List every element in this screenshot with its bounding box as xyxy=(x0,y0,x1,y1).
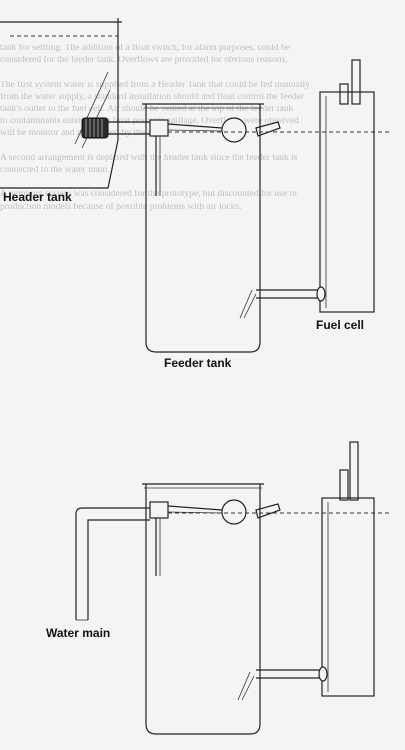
float-valve-block-1 xyxy=(149,119,169,137)
overflow-pipe-2 xyxy=(255,503,281,519)
overflow-pipe-1 xyxy=(255,121,281,137)
float-ball-2 xyxy=(221,499,247,525)
fuel-cell-2-vent-b xyxy=(349,441,359,501)
header-tank-slant-wall xyxy=(74,71,109,145)
show-through-line: from the water supply, a standard instal… xyxy=(0,92,305,102)
feeder-tank-label: Feeder tank xyxy=(164,356,232,370)
fuel-cell-1-vent-a xyxy=(339,83,349,105)
water-main-pipe-outer xyxy=(75,507,150,620)
water-main-pipe-inner xyxy=(87,519,150,620)
feed-pipe-1-flange xyxy=(316,286,326,302)
float-valve-block-2 xyxy=(149,501,169,519)
show-through-line: A pumping system was considered for the … xyxy=(0,190,297,200)
drain-line-2b xyxy=(241,675,255,701)
show-through-line: production models because of possible pr… xyxy=(0,202,242,212)
valve-knurling xyxy=(85,119,103,137)
show-through-line: connected to the water main. xyxy=(0,166,110,175)
show-through-line: considered for the feeder tank. Overflow… xyxy=(0,56,288,66)
fuel-cell-1-body xyxy=(319,91,375,313)
header-tank-label: Header tank xyxy=(3,190,72,204)
float-arm-1b xyxy=(167,129,223,132)
fuel-cell-1-vent-b xyxy=(351,59,361,105)
feed-pipe-2-flange xyxy=(318,666,328,682)
drain-line-2 xyxy=(237,671,251,701)
header-valve-knob xyxy=(81,117,109,139)
water-main-label: Water main xyxy=(46,626,111,640)
fuel-cell-2-vent-a xyxy=(339,469,349,501)
feeder-tank-1-body xyxy=(145,104,261,353)
fuel-cell-label: Fuel cell xyxy=(316,318,365,332)
feeder-tank-2-body xyxy=(145,484,261,735)
fuel-cell-2-body xyxy=(321,497,375,697)
show-through-line: A second arrangement is depicted with th… xyxy=(0,153,298,163)
float-arm-1 xyxy=(167,123,223,129)
header-tank-body xyxy=(0,18,119,189)
show-through-line: tank for settling. The addition of a flo… xyxy=(0,44,291,53)
drain-line-1 xyxy=(239,289,253,319)
show-through-line: The first system water is supplied from … xyxy=(0,80,310,90)
show-through-line: tank's outlet to the fuel cell. Air shou… xyxy=(0,105,294,114)
float-arm-2 xyxy=(167,505,223,511)
drain-line-1b xyxy=(243,293,257,319)
float-ball-1 xyxy=(221,117,247,143)
